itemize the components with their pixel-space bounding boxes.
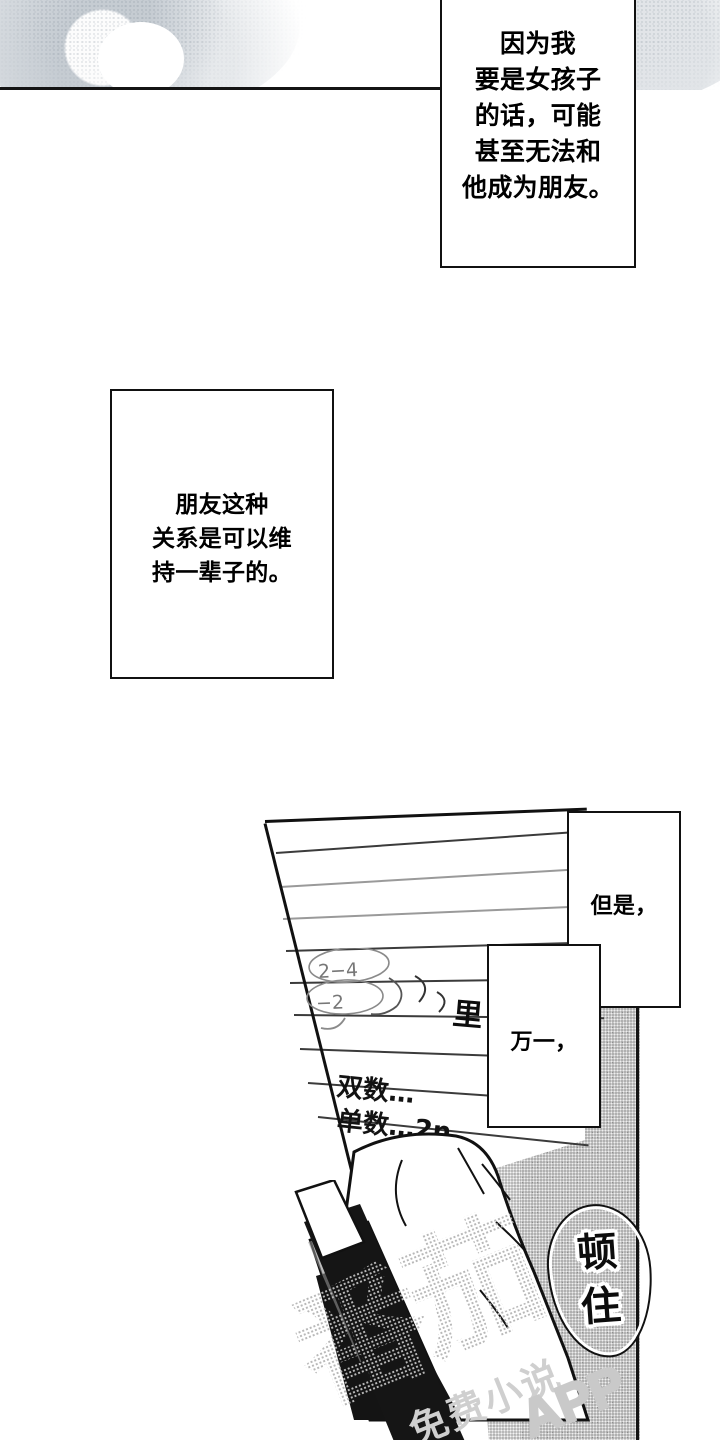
narration-box-2: 朋友这种 关系是可以维 持一辈子的。 — [110, 389, 334, 679]
screentone-highlight — [98, 22, 184, 90]
narration-text-4: 万一， — [510, 1029, 578, 1054]
narration-box-4: 万一， — [487, 944, 601, 1128]
sfx-dunzhu: 顿 住 — [542, 1200, 658, 1362]
sleeve — [294, 1180, 465, 1440]
notebook-doodles — [306, 948, 446, 1030]
panel-divider-top — [0, 87, 636, 90]
narration-text-3: 但是， — [590, 892, 658, 918]
sfx-char-1: 顿 — [575, 1229, 619, 1277]
narration-text-2: 朋友这种 关系是可以维 持一辈子的。 — [152, 491, 292, 585]
sfx-char-2: 住 — [579, 1283, 623, 1331]
narration-text-1: 因为我 要是女孩子 的话，可能 甚至无法和 他成为朋友。 — [462, 30, 614, 202]
panel-border-right — [636, 1000, 639, 1440]
narration-box-1: 因为我 要是女孩子 的话，可能 甚至无法和 他成为朋友。 — [440, 0, 636, 268]
